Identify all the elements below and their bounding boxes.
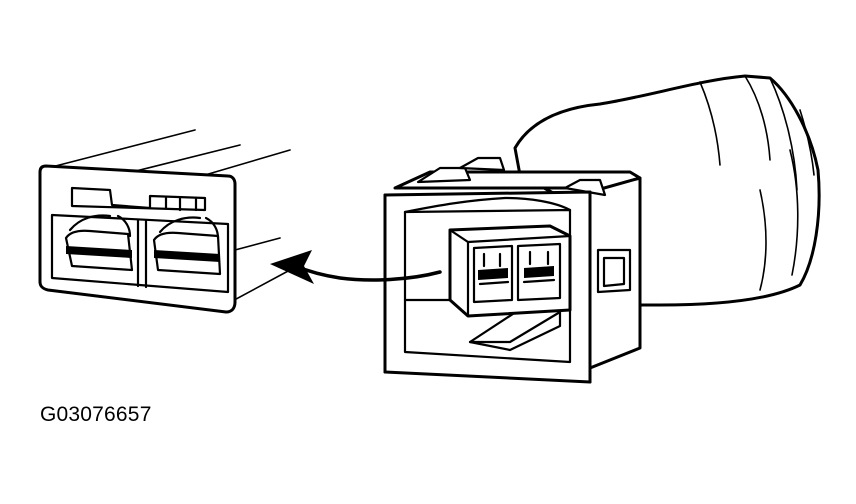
female-connector xyxy=(38,129,291,314)
harness-boot xyxy=(513,74,821,307)
male-connector xyxy=(383,156,642,384)
insertion-arrow xyxy=(270,250,442,284)
figure-code-label: G03076657 xyxy=(40,403,152,426)
